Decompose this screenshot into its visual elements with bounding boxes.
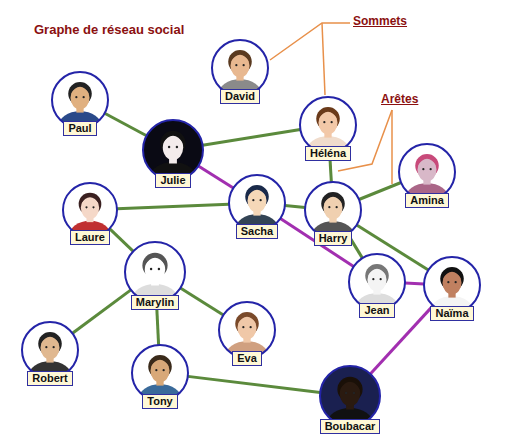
leader-line <box>270 23 350 60</box>
name-label: Julie <box>155 173 190 188</box>
name-label: Amina <box>405 193 449 208</box>
name-label: Jean <box>359 303 394 318</box>
person-vertex: Julie <box>141 118 205 188</box>
name-label: Eva <box>232 351 262 366</box>
person-vertex: Amina <box>397 142 457 208</box>
name-label: Tony <box>142 394 177 409</box>
person-vertex: Boubacar <box>318 364 382 434</box>
friend-link <box>180 288 223 315</box>
friend-link <box>105 113 147 136</box>
person-vertex: Harry <box>303 180 363 246</box>
annotation-label: Sommets <box>352 14 408 28</box>
friend-link <box>117 204 229 209</box>
annotation-label: Arêtes <box>380 92 419 106</box>
person-vertex: David <box>210 38 270 104</box>
person-vertex: Laure <box>61 181 119 245</box>
person-vertex: Héléna <box>298 95 358 161</box>
diagram-title: Graphe de réseau social <box>34 22 184 37</box>
name-label: Harry <box>314 231 353 246</box>
friend-link <box>72 290 130 333</box>
friend-link <box>359 182 401 199</box>
person-vertex: Sacha <box>227 173 287 239</box>
person-vertex: Robert <box>20 320 80 386</box>
person-vertex: Jean <box>347 252 407 318</box>
name-label: Paul <box>63 121 96 136</box>
name-label: Laure <box>70 230 110 245</box>
friend-link <box>405 282 424 286</box>
person-vertex: Eva <box>217 300 277 366</box>
leader-line <box>391 110 393 184</box>
friend-link <box>198 166 233 188</box>
name-label: Marylin <box>131 295 180 310</box>
name-label: David <box>220 89 260 104</box>
person-vertex: Naïma <box>422 255 482 321</box>
leader-line <box>322 23 325 95</box>
name-label: Robert <box>27 371 72 386</box>
name-label: Boubacar <box>320 419 381 434</box>
friend-link <box>203 129 301 145</box>
friend-link <box>188 376 320 392</box>
friend-link <box>285 206 305 208</box>
person-vertex: Marylin <box>123 240 187 310</box>
person-vertex: Paul <box>50 70 110 136</box>
friend-link <box>110 229 134 252</box>
name-label: Sacha <box>236 224 278 239</box>
name-label: Naïma <box>430 306 473 321</box>
person-vertex: Tony <box>130 343 190 409</box>
name-label: Héléna <box>305 146 351 161</box>
